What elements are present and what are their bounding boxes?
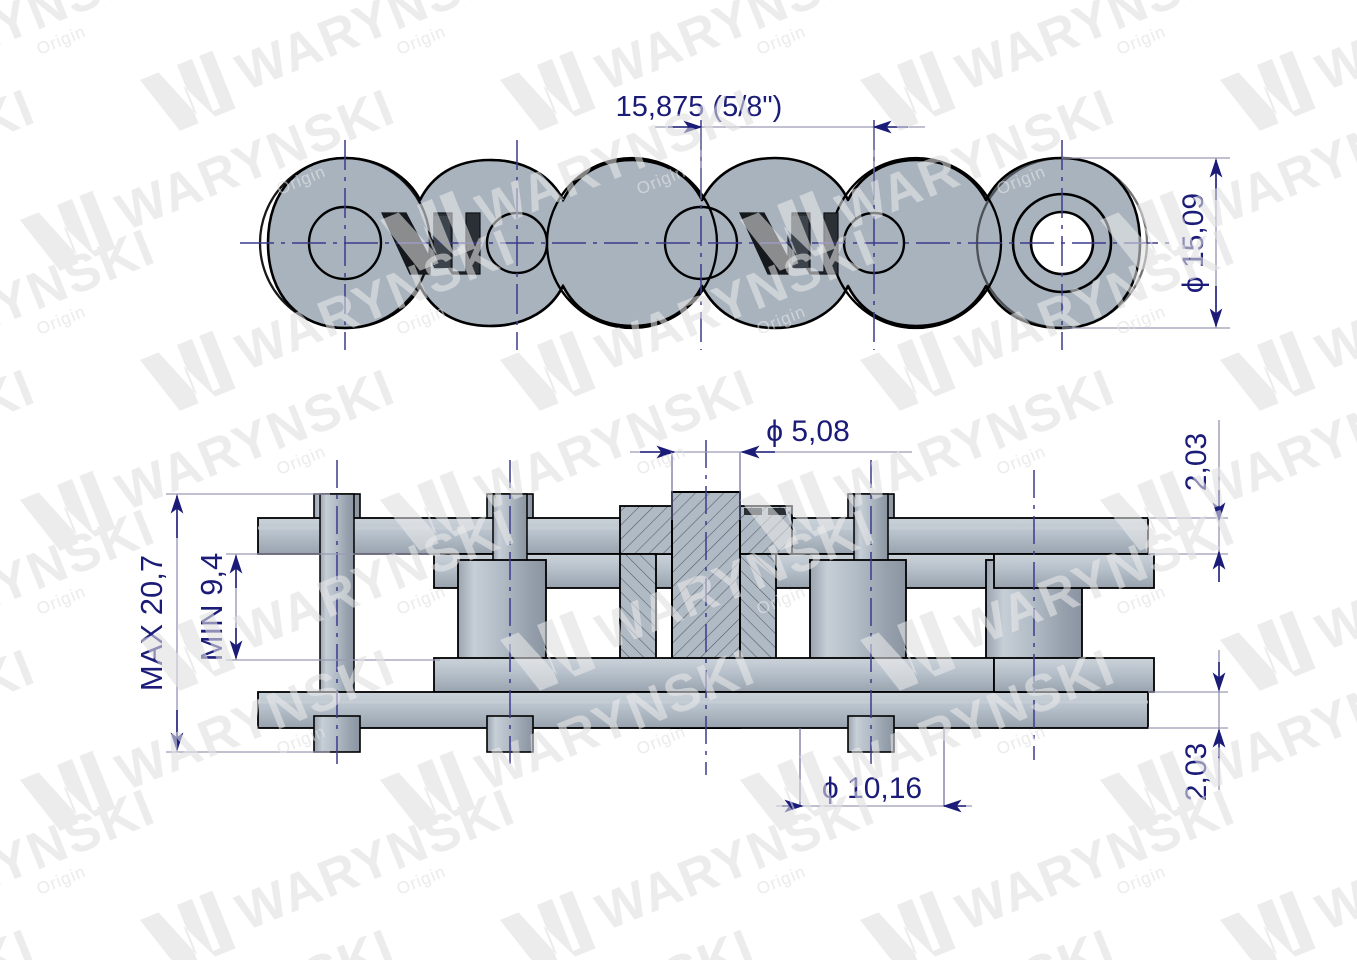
outer-plate-lower — [257, 691, 1149, 729]
watermark-sub-text: Origin — [1354, 162, 1357, 199]
watermark-w-icon — [1220, 610, 1316, 691]
side-view-group — [257, 440, 1155, 775]
watermark-sub-text: Origin — [1354, 442, 1357, 479]
watermark-w-icon — [740, 750, 836, 831]
watermark-w-icon — [380, 470, 476, 551]
watermark-brand-text: WARYNSKI — [1309, 778, 1357, 942]
dimension-plate-thickness-top: 2,03 — [1148, 420, 1228, 582]
watermark-w-icon — [500, 610, 596, 691]
dimension-bushing-diameter-label: ϕ 10,16 — [822, 772, 922, 805]
watermark-brand-text: WARYNSKI — [829, 358, 1124, 522]
watermark-w-icon — [1220, 50, 1316, 131]
watermark-w-icon — [860, 50, 956, 131]
watermark-w-icon — [20, 470, 116, 551]
watermark-brand-text: WARYNSKI — [949, 778, 1244, 942]
watermark-brand-text: WARYNSKI — [1309, 498, 1357, 662]
watermark-w-icon — [140, 610, 236, 691]
watermark-w-icon — [140, 890, 236, 960]
watermark-w-icon — [1100, 470, 1196, 551]
watermark-w-icon — [500, 50, 596, 131]
watermark-w-icon — [860, 610, 956, 691]
watermark-brand-text: WARYNSKI — [1189, 358, 1357, 522]
watermark-brand-text: WARYNSKI — [0, 218, 163, 382]
dimension-plate-thickness-top-label: 2,03 — [1180, 433, 1213, 491]
dimension-overall-width-max-label: MAX 20,7 — [134, 555, 169, 691]
watermark-w-icon — [500, 330, 596, 411]
watermark-w-icon — [860, 330, 956, 411]
centerlines-side — [336, 440, 1035, 775]
watermark-w-icon — [740, 190, 836, 271]
watermark-w-icon — [740, 470, 836, 551]
watermark-brand-text: WARYNSKI — [1189, 78, 1357, 242]
watermark-brand-text: WARYNSKI — [1309, 0, 1357, 102]
watermark-brand-text: WARYNSKI — [0, 918, 43, 960]
watermark-w-icon — [500, 890, 596, 960]
watermark-w-icon — [20, 750, 116, 831]
watermark-sub-text: Origin — [1354, 162, 1357, 199]
inner-plate-edge-left — [489, 158, 633, 203]
watermark-sub-text: Origin — [1354, 442, 1357, 479]
watermark-sub-text: Origin — [1354, 722, 1357, 759]
watermark-w-icon — [860, 890, 956, 960]
dimension-pitch-label: 15,875 (5/8") — [616, 91, 783, 123]
watermark-w-icon — [1100, 750, 1196, 831]
watermark-w-icon — [140, 50, 236, 131]
inner-plate-edge-left-b — [489, 283, 633, 328]
watermark-w-icon — [20, 190, 116, 271]
dimension-pin-diameter: ϕ 5,08 — [630, 415, 912, 520]
watermark-w-icon — [1220, 330, 1316, 411]
watermark-brand-text: WARYNSKI — [1189, 638, 1357, 802]
watermark-brand-text: WARYNSKI — [0, 778, 163, 942]
watermark-brand-text: WARYNSKI — [229, 778, 524, 942]
dimension-pitch: 15,875 (5/8") — [616, 91, 925, 200]
watermark-w-icon — [380, 190, 476, 271]
watermark-brand-text: WARYNSKI — [589, 778, 884, 942]
watermark-w-icon — [380, 750, 476, 831]
watermark-w-icon — [1100, 190, 1196, 271]
dimension-pin-diameter-label: ϕ 5,08 — [766, 415, 850, 448]
watermark-w-icon — [1220, 890, 1316, 960]
watermark-sub-text: Origin — [1354, 722, 1357, 759]
watermark-w-icon — [140, 330, 236, 411]
watermark-brand-text: WARYNSKI — [1309, 218, 1357, 382]
